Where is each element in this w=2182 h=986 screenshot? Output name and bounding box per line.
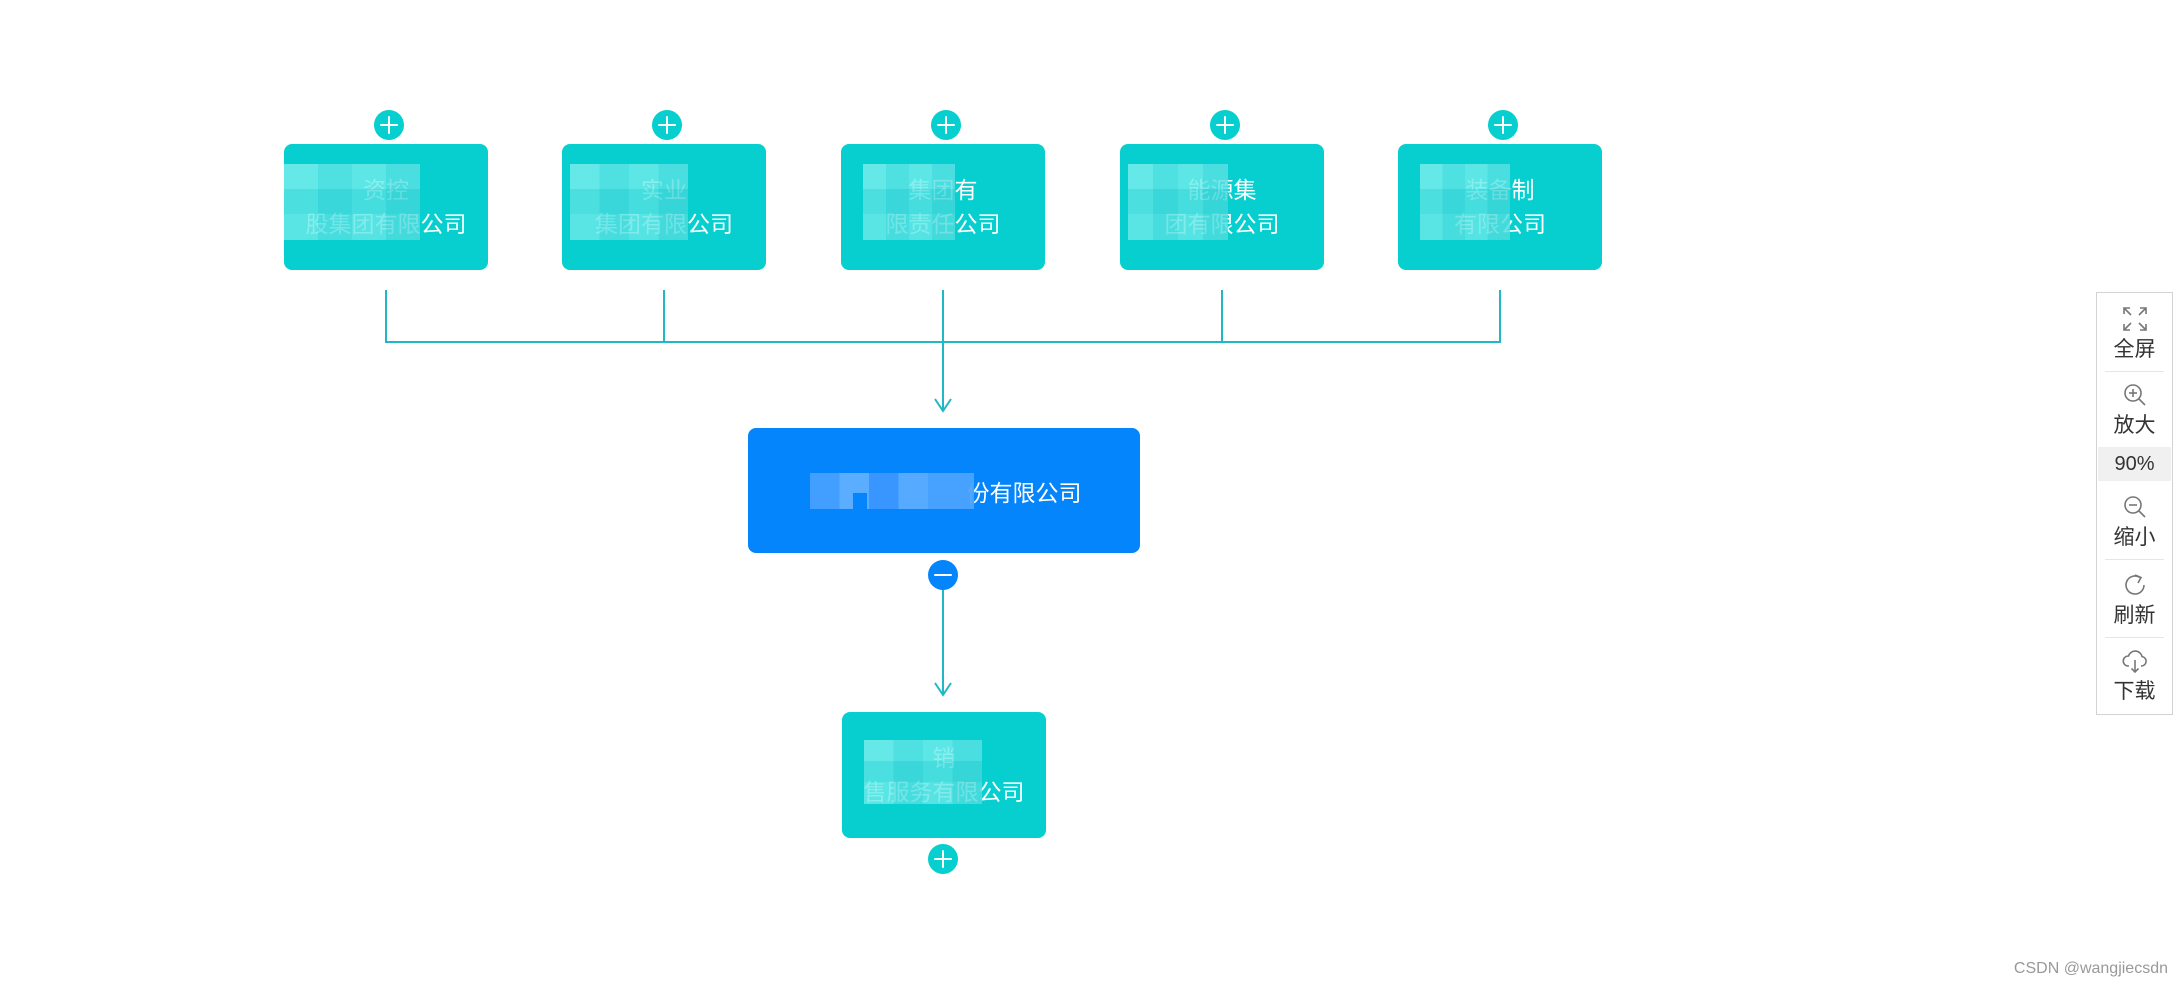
watermark: CSDN @wangjiecsdn bbox=[2013, 960, 2168, 977]
shareholder-node-4-label: 能源集 团有限公司 bbox=[1164, 177, 1280, 237]
shareholder-node-5[interactable]: 装备制 有限公司 bbox=[1398, 144, 1602, 270]
refresh-label: 刷新 bbox=[2113, 604, 2156, 627]
download-button[interactable]: 下载 bbox=[2097, 647, 2172, 705]
main-company-node[interactable]: 份有限公司 bbox=[748, 428, 1140, 553]
shareholder-node-1-label: 资控 股集团有限公司 bbox=[305, 177, 467, 237]
toolbar-divider bbox=[2105, 559, 2164, 560]
refresh-icon bbox=[2124, 574, 2145, 595]
expand-shareholder-5-icon[interactable] bbox=[1488, 110, 1518, 140]
zoom-out-label: 缩小 bbox=[2113, 526, 2156, 549]
download-label: 下载 bbox=[2113, 680, 2156, 703]
diagram-toolbar: 全屏 放大 90% 缩小 刷新 下载 bbox=[2096, 292, 2173, 715]
shareholder-node-3-label: 集团有 限责任公司 bbox=[885, 177, 1001, 237]
zoom-in-button[interactable]: 放大 bbox=[2097, 381, 2172, 439]
shareholder-node-1[interactable]: 资控 股集团有限公司 bbox=[284, 144, 488, 270]
collapse-main-company-icon[interactable] bbox=[928, 560, 958, 590]
expand-shareholder-3-icon[interactable] bbox=[931, 110, 961, 140]
zoom-out-icon bbox=[2123, 496, 2146, 518]
zoom-in-label: 放大 bbox=[2113, 414, 2156, 437]
zoom-in-icon bbox=[2123, 384, 2146, 406]
expand-shareholder-2-icon[interactable] bbox=[652, 110, 682, 140]
shareholder-node-2-label: 实业 集团有限公司 bbox=[595, 177, 733, 237]
subsidiary-node-label: 销 售服务有限公司 bbox=[863, 745, 1025, 805]
fullscreen-button[interactable]: 全屏 bbox=[2097, 305, 2172, 363]
refresh-button[interactable]: 刷新 bbox=[2097, 571, 2172, 629]
fullscreen-label: 全屏 bbox=[2113, 338, 2156, 361]
shareholder-node-2[interactable]: 实业 集团有限公司 bbox=[562, 144, 766, 270]
expand-shareholder-1-icon[interactable] bbox=[374, 110, 404, 140]
cloud-download-icon bbox=[2121, 650, 2147, 674]
shareholder-node-4[interactable]: 能源集 团有限公司 bbox=[1120, 144, 1324, 270]
expand-subsidiary-icon[interactable] bbox=[928, 844, 958, 874]
expand-shareholder-4-icon[interactable] bbox=[1210, 110, 1240, 140]
fullscreen-icon bbox=[2122, 307, 2147, 331]
main-company-label: 份有限公司 bbox=[966, 479, 1082, 506]
zoom-level: 90% bbox=[2098, 447, 2171, 481]
zoom-out-button[interactable]: 缩小 bbox=[2097, 493, 2172, 551]
shareholder-node-5-label: 装备制 有限公司 bbox=[1454, 177, 1546, 237]
shareholder-node-3[interactable]: 集团有 限责任公司 bbox=[841, 144, 1045, 270]
subsidiary-node[interactable]: 销 售服务有限公司 bbox=[842, 712, 1046, 838]
toolbar-divider bbox=[2105, 371, 2164, 372]
toolbar-divider bbox=[2105, 637, 2164, 638]
